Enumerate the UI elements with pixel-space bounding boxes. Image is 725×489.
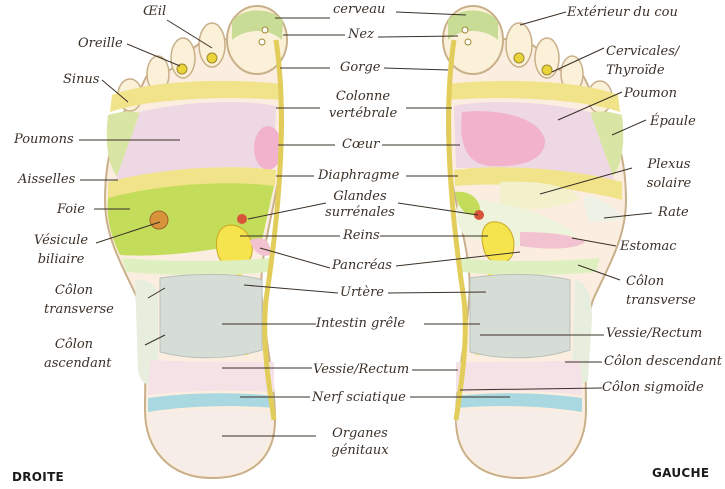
label-colon-transverse-droite: Côlon transverse bbox=[44, 283, 114, 317]
label-nerf-sciatique: Nerf sciatique bbox=[312, 390, 406, 405]
label-colonne: Colonne vertébrale bbox=[328, 89, 398, 121]
left-sciatic-band bbox=[456, 393, 582, 412]
label-organes-genitaux: Organes génitaux bbox=[331, 426, 389, 458]
left-nose-point-2 bbox=[464, 38, 472, 46]
label-cervicales: Cervicales/ Thyroïde bbox=[606, 44, 680, 78]
left-adrenal bbox=[474, 210, 484, 220]
label-plexus: Plexus solaire bbox=[646, 157, 692, 191]
right-diaphragm-band bbox=[108, 167, 276, 200]
label-coeur: Cœur bbox=[342, 137, 380, 152]
left-spine-line bbox=[446, 39, 468, 421]
label-foie: Foie bbox=[57, 202, 85, 217]
label-side-droite: DROITE bbox=[12, 470, 65, 484]
label-vessie-rectum-centre: Vessie/Rectum bbox=[313, 362, 410, 377]
label-oeil: Œil bbox=[143, 4, 167, 19]
label-uretere: Urtère bbox=[340, 285, 384, 300]
label-side-gauche: GAUCHE bbox=[652, 466, 710, 480]
label-intestin-grele: Intestin grêle bbox=[316, 316, 406, 331]
label-oreille: Oreille bbox=[78, 36, 123, 51]
left-heart-zone bbox=[461, 111, 546, 167]
right-nose-point bbox=[261, 26, 269, 34]
label-colon-sigmoide: Côlon sigmoïde bbox=[602, 380, 704, 395]
left-bladder-zone bbox=[456, 360, 582, 395]
leader-lines bbox=[79, 11, 653, 437]
left-toe-2 bbox=[505, 22, 533, 68]
left-descending-colon bbox=[572, 280, 592, 384]
left-toe-3 bbox=[534, 37, 560, 79]
label-poumons: Poumons bbox=[14, 132, 74, 147]
label-vessie-rectum-gauche: Vessie/Rectum bbox=[606, 326, 703, 341]
label-rate: Rate bbox=[658, 205, 689, 220]
left-genital-zone bbox=[456, 409, 581, 476]
label-sinus: Sinus bbox=[63, 72, 100, 87]
label-poumon: Poumon bbox=[624, 86, 677, 101]
right-nose-point-2 bbox=[258, 38, 266, 46]
right-foot bbox=[103, 5, 288, 480]
label-exterieur-cou: Extérieur du cou bbox=[567, 5, 678, 20]
right-toe-2 bbox=[198, 22, 226, 68]
left-adrenal-kidney-green bbox=[455, 191, 481, 216]
right-eye-point bbox=[206, 52, 218, 64]
label-reins: Reins bbox=[343, 228, 380, 243]
label-colon-ascendant: Côlon ascendant bbox=[44, 337, 112, 371]
left-pancreas bbox=[520, 232, 585, 249]
label-colon-transverse-gauche: Côlon transverse bbox=[626, 274, 696, 308]
right-bladder-zone bbox=[148, 360, 274, 395]
right-genital-zone bbox=[149, 409, 274, 476]
right-neck-band bbox=[110, 80, 283, 112]
right-ear-point bbox=[176, 63, 188, 75]
left-transverse-colon bbox=[460, 258, 600, 275]
left-neck-band bbox=[447, 80, 620, 112]
label-estomac: Estomac bbox=[620, 239, 677, 254]
label-nez: Nez bbox=[348, 27, 374, 42]
right-big-toe-brain-zone bbox=[232, 10, 283, 40]
right-small-intestine bbox=[159, 273, 263, 359]
right-gallbladder bbox=[149, 210, 169, 230]
label-colon-descendant: Côlon descendant bbox=[604, 354, 722, 369]
right-transverse-colon bbox=[122, 258, 270, 275]
label-cerveau: cerveau bbox=[333, 2, 386, 17]
left-foot bbox=[442, 5, 628, 480]
label-glandes: Glandes surrénales bbox=[325, 189, 395, 220]
label-diaphragme: Diaphragme bbox=[318, 168, 400, 183]
right-pancreas bbox=[250, 238, 271, 256]
left-spleen-zone bbox=[584, 195, 622, 222]
label-gorge: Gorge bbox=[340, 60, 381, 75]
left-big-toe-brain-zone bbox=[448, 10, 498, 40]
left-nose-point bbox=[461, 26, 469, 34]
left-eye-point bbox=[513, 52, 525, 64]
right-lungs-zone bbox=[115, 102, 276, 182]
right-ascending-colon bbox=[135, 280, 158, 385]
right-adrenal bbox=[237, 214, 247, 224]
right-sciatic-band bbox=[148, 393, 274, 412]
label-pancreas: Pancréas bbox=[332, 258, 392, 273]
label-aisselles: Aisselles bbox=[18, 172, 76, 187]
label-vesicule: Vésicule biliaire bbox=[33, 233, 89, 267]
right-spine-line bbox=[262, 39, 284, 421]
left-ear-point bbox=[541, 64, 553, 76]
left-small-intestine bbox=[469, 273, 571, 359]
right-heart-zone bbox=[254, 126, 282, 170]
label-epaule: Épaule bbox=[650, 114, 696, 129]
